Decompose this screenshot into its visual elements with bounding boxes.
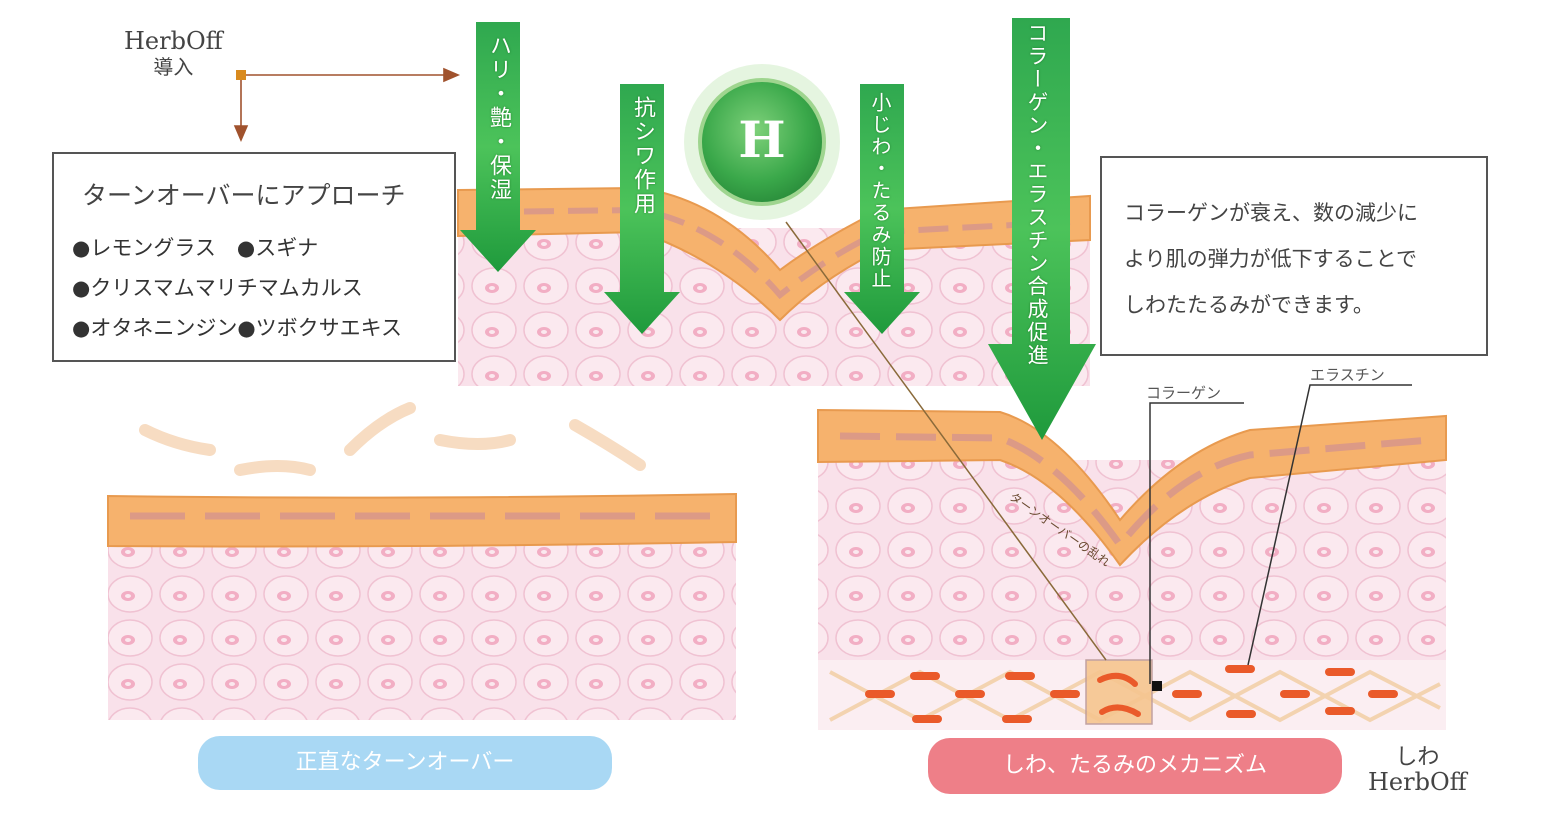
herboff-bottom-label: しわ bbox=[1395, 745, 1440, 770]
herboff-top: HerbOff 導入 bbox=[124, 28, 223, 80]
collagen-label: コラーゲン bbox=[1146, 384, 1222, 402]
h-ball bbox=[684, 64, 840, 220]
h-letter: H bbox=[738, 110, 786, 169]
herboff-bottom: しわ HerbOff bbox=[1368, 745, 1467, 796]
top-skin-block bbox=[457, 186, 1091, 386]
arrow-label-collagen-synthesis: コラーゲン・エラスチン合成促進 bbox=[1025, 22, 1049, 367]
mechanism-text: コラーゲンが衰え、数の減少に より肌の弾力が低下することで しわたたるみができま… bbox=[1124, 190, 1418, 328]
herboff-top-brand: HerbOff bbox=[124, 27, 223, 55]
elastin-label: エラスチン bbox=[1310, 366, 1385, 384]
herboff-bottom-brand: HerbOff bbox=[1368, 768, 1467, 796]
mechanism-line: より肌の弾力が低下することで bbox=[1124, 247, 1417, 271]
turnover-approach-box: ターンオーバーにアプローチ ●レモングラス ●スギナ ●クリスマムマリチマムカル… bbox=[52, 152, 456, 362]
mechanism-line: コラーゲンが衰え、数の減少に bbox=[1124, 201, 1418, 225]
mechanism-box: コラーゲンが衰え、数の減少に より肌の弾力が低下することで しわたたるみができま… bbox=[1100, 156, 1488, 356]
pill-normal-turnover: 正直なターンオーバー bbox=[198, 736, 612, 790]
pill-wrinkle-mechanism: しわ、たるみのメカニズム bbox=[928, 738, 1342, 794]
green-arrows bbox=[460, 18, 1096, 440]
right-skin-block bbox=[817, 408, 1447, 730]
arrow-label-wrinkle-prevention: 小じわ・たるみ防止 bbox=[868, 92, 892, 290]
ingredient-row: ●クリスマムマリチマムカルス bbox=[72, 276, 363, 300]
ingredient-row: ●オタネニンジン●ツボクサエキス bbox=[72, 316, 403, 340]
arrow-label-firmness: ハリ・艶・保湿 bbox=[486, 34, 511, 202]
ingredient-row: ●レモングラス ●スギナ bbox=[72, 236, 319, 260]
turnover-approach-title: ターンオーバーにアプローチ bbox=[82, 181, 406, 210]
arrow-label-antiwrinkle: 抗シワ作用 bbox=[630, 96, 655, 216]
left-skin-block bbox=[107, 402, 737, 720]
ingredient-list: ●レモングラス ●スギナ ●クリスマムマリチマムカルス ●オタネニンジン●ツボク… bbox=[72, 228, 402, 348]
mechanism-line: しわたたるみができます。 bbox=[1124, 293, 1374, 317]
herboff-top-label: 導入 bbox=[153, 55, 194, 79]
